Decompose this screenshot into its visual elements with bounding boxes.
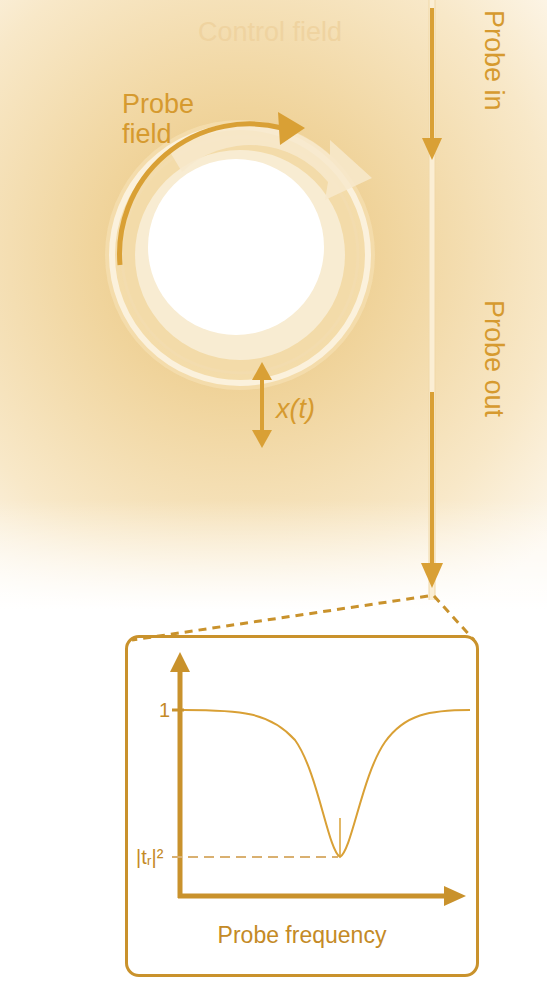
transmission-curve [184,710,470,857]
probe-arrowhead [278,112,305,145]
level-line [172,856,338,858]
label: Probe field [122,90,212,149]
plot-text: Probe frequency [218,923,387,948]
waveguide [429,0,435,600]
panel-fade [0,500,547,610]
resonance-marker [339,818,341,857]
x-axis [178,894,448,899]
y-axis [178,668,183,898]
ring-surface [135,150,345,360]
inset-box: 1 |tᵣ|² Probe frequency [125,635,479,977]
zoom-line [434,596,474,640]
tick [172,709,184,712]
zoom-line [132,596,428,640]
label: x(t) [276,395,315,425]
plot-text: 1 [159,699,170,721]
label: Control field [198,18,342,48]
ring-halo [105,120,375,390]
label: Probe in [478,10,508,111]
label: Probe out [478,300,508,417]
probe-in-arrow [430,8,434,140]
ring-center [148,159,324,335]
probe-out-arrow [430,392,434,565]
plot-text: |tᵣ|² [136,846,163,868]
panel-ground [0,0,547,610]
displacement-arrow [260,378,264,432]
